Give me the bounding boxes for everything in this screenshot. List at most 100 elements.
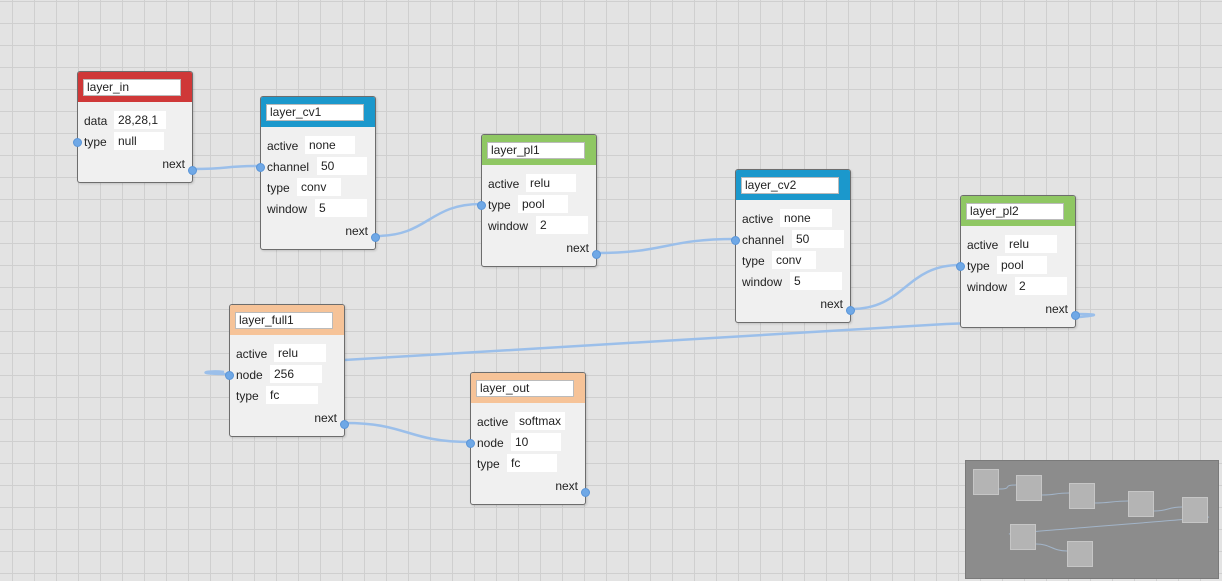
property-value-type[interactable]: conv (772, 251, 816, 269)
property-window: window 5 (736, 271, 850, 292)
property-value-active[interactable]: relu (1005, 235, 1057, 253)
property-value-node[interactable]: 256 (270, 365, 322, 383)
property-value-type[interactable]: conv (297, 178, 341, 196)
input-port[interactable] (466, 439, 475, 448)
output-port[interactable] (592, 250, 601, 259)
wire-layer_cv1-to-layer_pl1[interactable] (375, 202, 482, 238)
input-port[interactable] (956, 262, 965, 271)
property-value-data[interactable]: 28,28,1 (114, 111, 166, 129)
property-value-channel[interactable]: 50 (317, 157, 367, 175)
node-title-input[interactable]: layer_in (83, 79, 181, 96)
node-body: data 28,28,1 type null next (78, 102, 192, 182)
property-type: type null (78, 131, 192, 152)
output-port[interactable] (1071, 311, 1080, 320)
property-value-node[interactable]: 10 (511, 433, 561, 451)
property-type: type pool (961, 255, 1075, 276)
property-value-active[interactable]: relu (526, 174, 576, 192)
input-port[interactable] (256, 163, 265, 172)
property-active: active none (261, 135, 375, 156)
node-title-input[interactable]: layer_out (476, 380, 574, 397)
property-value-channel[interactable]: 50 (792, 230, 844, 248)
property-label: window (267, 202, 308, 216)
property-value-type[interactable]: pool (997, 256, 1047, 274)
node-title-input[interactable]: layer_full1 (235, 312, 333, 329)
node-header[interactable]: layer_out (471, 373, 585, 403)
property-value-type[interactable]: pool (518, 195, 568, 213)
minimap-wire (1009, 516, 1209, 535)
property-value-type[interactable]: fc (266, 386, 318, 404)
wire-layer_pl1-to-layer_cv2[interactable] (596, 237, 736, 255)
property-value-window[interactable]: 5 (790, 272, 842, 290)
property-node: node 10 (471, 432, 585, 453)
property-window: window 2 (482, 215, 596, 236)
property-label: window (488, 219, 529, 233)
property-value-type[interactable]: null (114, 132, 164, 150)
property-label: type (742, 254, 765, 268)
wire-layer_cv2-to-layer_pl2[interactable] (850, 263, 961, 311)
wire-layer_in-to-layer_cv1[interactable] (192, 164, 261, 171)
output-port[interactable] (188, 166, 197, 175)
output-port[interactable] (581, 488, 590, 497)
next-label: next (1045, 302, 1068, 316)
node-header[interactable]: layer_cv2 (736, 170, 850, 200)
property-value-window[interactable]: 2 (1015, 277, 1067, 295)
node-title-input[interactable]: layer_pl1 (487, 142, 585, 159)
property-window: window 5 (261, 198, 375, 219)
next-output-row: next (230, 406, 344, 430)
node-header[interactable]: layer_in (78, 72, 192, 102)
node-title-input[interactable]: layer_pl2 (966, 203, 1064, 220)
input-port[interactable] (731, 236, 740, 245)
property-label: window (742, 275, 783, 289)
property-value-active[interactable]: relu (274, 344, 326, 362)
next-output-row: next (78, 152, 192, 176)
wire-layer_full1-to-layer_out[interactable] (344, 421, 471, 444)
node-title-input[interactable]: layer_cv1 (266, 104, 364, 121)
property-label: type (84, 135, 107, 149)
input-port[interactable] (225, 371, 234, 380)
output-port[interactable] (340, 420, 349, 429)
input-port[interactable] (73, 138, 82, 147)
output-port[interactable] (846, 306, 855, 315)
property-label: data (84, 114, 108, 128)
property-label: type (488, 198, 511, 212)
node-header[interactable]: layer_full1 (230, 305, 344, 335)
minimap-wire (1035, 543, 1068, 552)
node-header[interactable]: layer_pl1 (482, 135, 596, 165)
next-output-row: next (261, 219, 375, 243)
property-value-window[interactable]: 5 (315, 199, 367, 217)
minimap[interactable] (965, 460, 1219, 579)
minimap-node-layer-in (973, 469, 999, 495)
property-value-active[interactable]: none (780, 209, 832, 227)
node-title-input[interactable]: layer_cv2 (741, 177, 839, 194)
property-value-active[interactable]: none (305, 136, 355, 154)
property-label: active (967, 238, 999, 252)
minimap-node-layer-full1 (1010, 524, 1036, 550)
node-header[interactable]: layer_cv1 (261, 97, 375, 127)
property-label: type (967, 259, 990, 273)
property-value-type[interactable]: fc (507, 454, 557, 472)
property-value-window[interactable]: 2 (536, 216, 588, 234)
property-value-active[interactable]: softmax (515, 412, 565, 430)
property-label: active (488, 177, 520, 191)
next-label: next (314, 411, 337, 425)
node-header[interactable]: layer_pl2 (961, 196, 1075, 226)
output-port[interactable] (371, 233, 380, 242)
property-label: active (267, 139, 299, 153)
input-port[interactable] (477, 201, 486, 210)
property-label: node (477, 436, 504, 450)
